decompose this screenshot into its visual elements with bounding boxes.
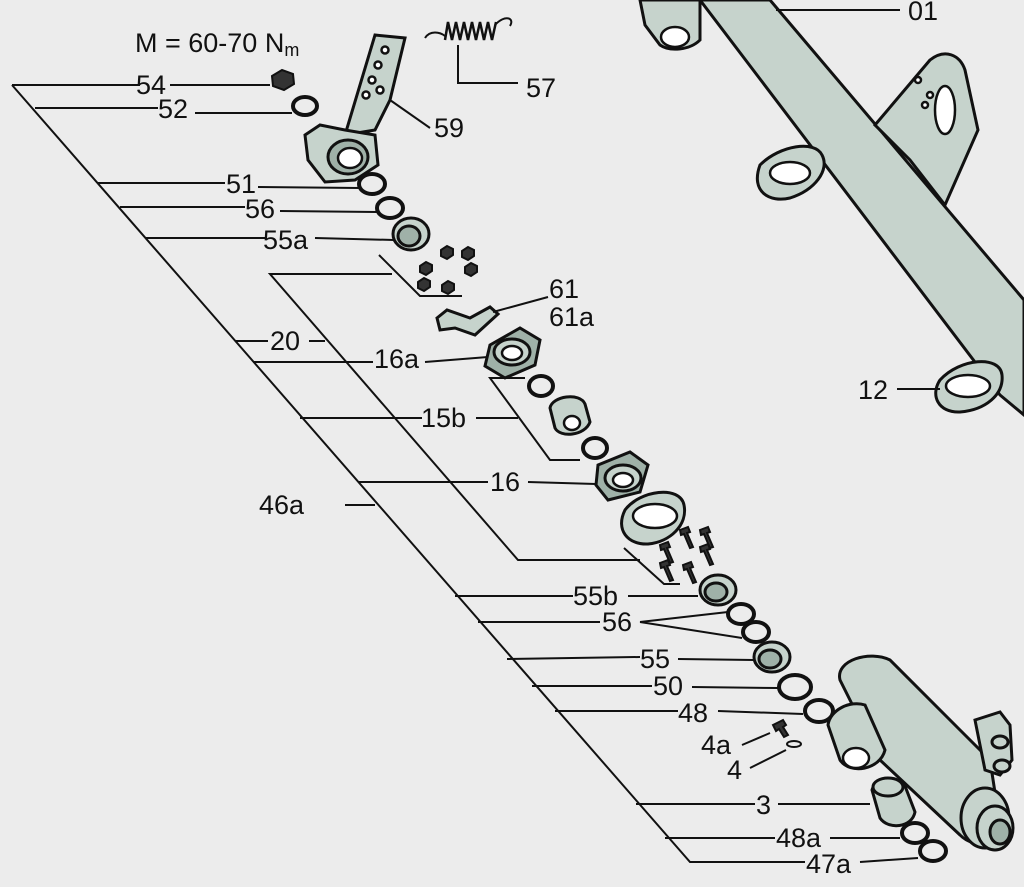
- label-56-lower: 56: [602, 607, 632, 637]
- label-55b: 55b: [573, 581, 618, 611]
- label-16a: 16a: [374, 344, 420, 374]
- ring-56-lower-a: [726, 602, 756, 626]
- label-50: 50: [653, 671, 683, 701]
- label-55: 55: [640, 644, 670, 674]
- label-51: 51: [226, 169, 256, 199]
- label-01: 01: [908, 0, 938, 26]
- flange-12: [934, 360, 1004, 414]
- nut-54: [270, 68, 296, 92]
- label-48a: 48a: [776, 823, 822, 853]
- spring-57: [424, 17, 513, 41]
- label-16: 16: [490, 467, 520, 497]
- label-15b: 15b: [421, 403, 466, 433]
- bushing-55: [752, 640, 792, 674]
- ring-48: [803, 698, 835, 724]
- axle-beam: [638, 0, 1024, 417]
- label-46a: 46a: [259, 490, 305, 520]
- ring-15b-lower: [581, 436, 609, 460]
- flange-16: [594, 450, 650, 502]
- ring-56-upper: [375, 196, 405, 220]
- bushing-55b: [698, 573, 738, 607]
- flange-16a: [483, 326, 542, 380]
- ring-15b-upper: [527, 374, 555, 398]
- label-12: 12: [858, 375, 888, 405]
- label-4: 4: [727, 755, 742, 785]
- ring-50: [777, 673, 813, 701]
- torque-note: M = 60-70 Nm: [135, 28, 299, 60]
- ring-56-lower-b: [741, 620, 771, 644]
- bushing-3: [870, 776, 917, 828]
- ring-51: [357, 172, 387, 196]
- leader-lines: [170, 9, 940, 863]
- label-48: 48: [678, 698, 708, 728]
- spindle-hub: [826, 654, 1015, 852]
- label-20: 20: [270, 326, 300, 356]
- label-59: 59: [434, 113, 464, 143]
- nut-group-upper: [417, 244, 478, 296]
- assembly-bracket-lines: [11, 84, 805, 863]
- bolt-group: [658, 525, 715, 585]
- bracket-61: [435, 305, 501, 337]
- ring-47a: [918, 839, 948, 863]
- label-61: 61: [549, 274, 579, 304]
- label-3: 3: [756, 790, 771, 820]
- label-54: 54: [136, 70, 166, 100]
- bushing-15b: [548, 395, 592, 436]
- brake-plate: [620, 490, 687, 546]
- washer-4: [786, 740, 802, 748]
- label-52: 52: [158, 94, 188, 124]
- label-57: 57: [526, 73, 556, 103]
- bushing-55a: [391, 216, 431, 252]
- label-47a: 47a: [806, 849, 852, 879]
- bolt-4a: [771, 718, 790, 739]
- label-61a: 61a: [549, 302, 595, 332]
- washer-52: [291, 95, 319, 117]
- label-55a: 55a: [263, 225, 309, 255]
- slack-adjuster-59: [303, 33, 407, 184]
- label-56-upper: 56: [245, 194, 275, 224]
- label-4a: 4a: [701, 730, 732, 760]
- ring-48a: [900, 821, 930, 845]
